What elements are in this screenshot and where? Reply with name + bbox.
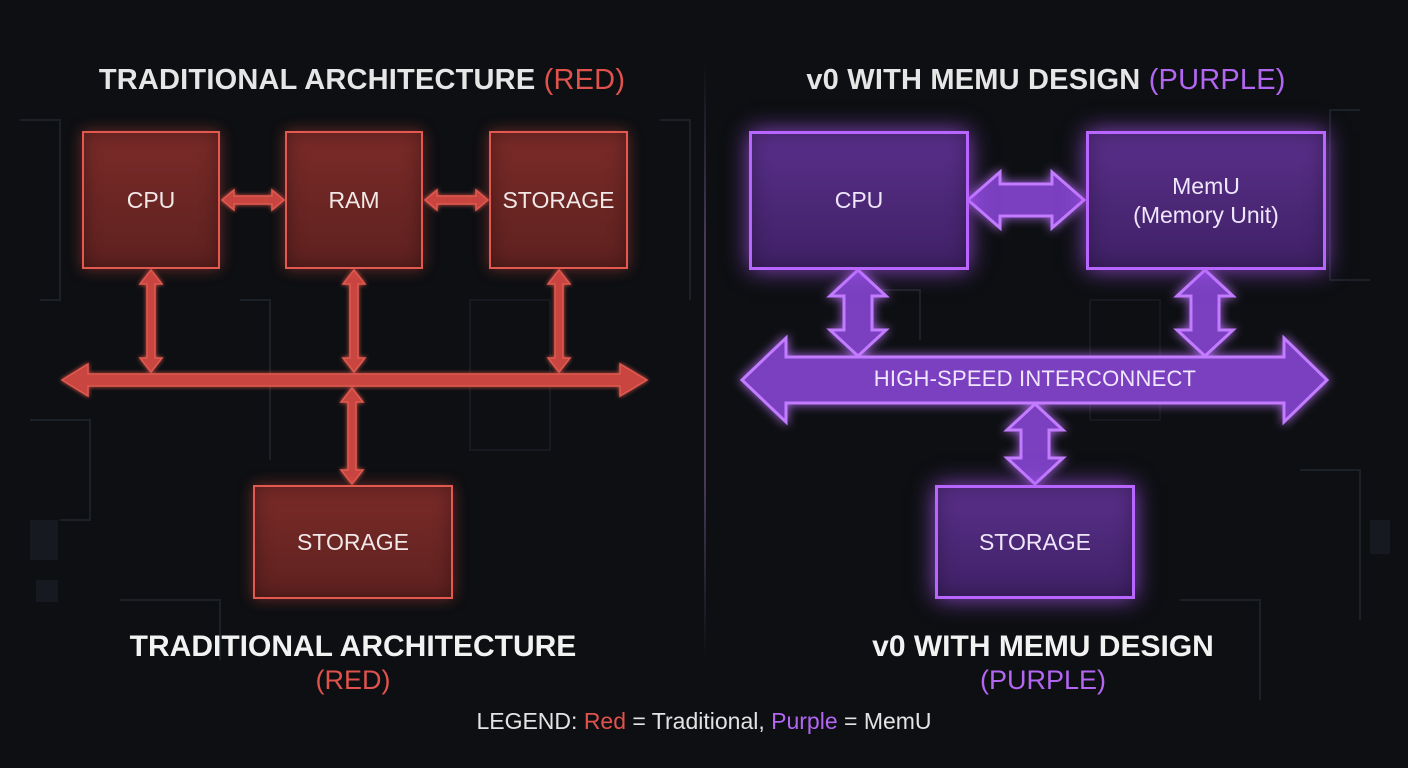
right-title: v0 WITH MEMU DESIGN (PURPLE) [684, 64, 1408, 97]
left-system-bus [60, 362, 649, 398]
left-bottom-subtitle: (RED) [315, 665, 391, 695]
left-cpu-label: CPU [126, 186, 176, 213]
right-storage-label: STORAGE [978, 528, 1092, 555]
right-cpu-interconnect-arrow [826, 267, 890, 359]
legend-purple-word: Purple [771, 708, 838, 734]
left-storage-top-box: STORAGE [489, 131, 628, 269]
right-cpu-box: CPU [749, 131, 969, 270]
legend-red-word: Red [583, 708, 627, 734]
left-storage-bottom-label: STORAGE [296, 528, 410, 555]
right-memu-interconnect-arrow [1173, 267, 1237, 359]
right-title-accent: (PURPLE) [1148, 64, 1286, 96]
legend-purple-meaning: = MemU [837, 708, 932, 734]
memu-box: MemU (Memory Unit) [1086, 131, 1326, 270]
left-ram-box: RAM [285, 131, 423, 269]
legend-prefix: LEGEND: [476, 708, 584, 734]
high-speed-interconnect-arrow [739, 334, 1330, 426]
left-cpu-bus-arrow [138, 268, 164, 374]
left-bottom-title: TRADITIONAL ARCHITECTURE [129, 630, 577, 663]
left-storage-top-label: STORAGE [502, 186, 615, 213]
right-bottom-subtitle: (PURPLE) [979, 665, 1107, 695]
right-cpu-memu-arrow [965, 168, 1087, 232]
left-title: TRADITIONAL ARCHITECTURE (RED) [0, 64, 724, 97]
left-ram-storage-arrow [423, 188, 490, 212]
right-bottom-title: v0 WITH MEMU DESIGN [872, 630, 1214, 663]
right-cpu-label: CPU [834, 187, 884, 214]
left-cpu-ram-arrow [220, 188, 286, 212]
left-cpu-box: CPU [82, 131, 220, 269]
legend: LEGEND: Red = Traditional, Purple = MemU [0, 708, 1408, 735]
right-storage-box: STORAGE [935, 485, 1135, 599]
memu-label: MemU [1172, 173, 1240, 200]
memu-sublabel: (Memory Unit) [1133, 201, 1279, 228]
left-ram-label: RAM [328, 186, 380, 213]
legend-red-meaning: = Traditional, [626, 708, 772, 734]
left-title-accent: (RED) [543, 64, 626, 96]
left-title-main: TRADITIONAL ARCHITECTURE [98, 64, 536, 96]
interconnect-label: HIGH-SPEED INTERCONNECT [873, 366, 1197, 391]
left-bus-storage-arrow [339, 386, 365, 486]
left-storage-bottom-box: STORAGE [253, 485, 453, 599]
center-divider [704, 60, 706, 660]
right-title-main: v0 WITH MEMU DESIGN [806, 64, 1141, 96]
right-interconnect-storage-arrow [1003, 401, 1067, 487]
left-storage-bus-arrow [546, 268, 572, 374]
left-ram-bus-arrow [341, 268, 367, 374]
